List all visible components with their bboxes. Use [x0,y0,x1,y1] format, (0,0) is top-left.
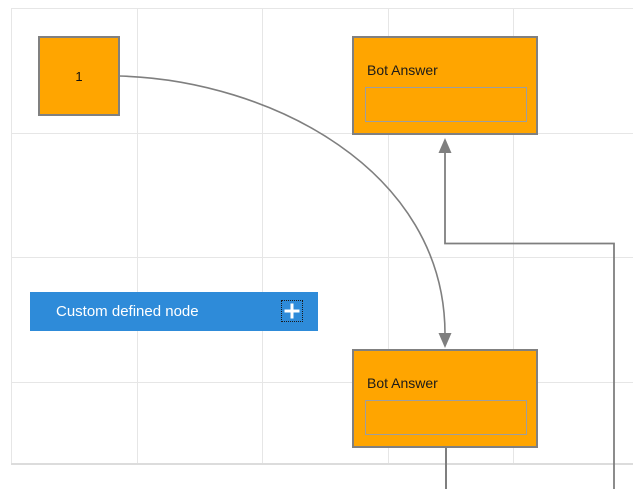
bot-answer-input-box[interactable] [365,87,527,122]
bot-answer-input-box[interactable] [365,400,527,435]
bot-answer-title: Bot Answer [367,62,438,78]
custom-defined-node[interactable]: Custom defined node [30,292,318,331]
bot-answer-node-top[interactable]: Bot Answer [352,36,538,135]
bot-answer-node-bottom[interactable]: Bot Answer [352,349,538,448]
arrowhead-up-icon [439,138,452,153]
node-1-label: 1 [75,69,82,84]
add-node-button[interactable] [281,300,303,322]
arrowhead-down-icon [439,333,452,348]
node-1[interactable]: 1 [38,36,120,116]
custom-defined-node-label: Custom defined node [56,303,199,320]
bot-answer-title: Bot Answer [367,375,438,391]
